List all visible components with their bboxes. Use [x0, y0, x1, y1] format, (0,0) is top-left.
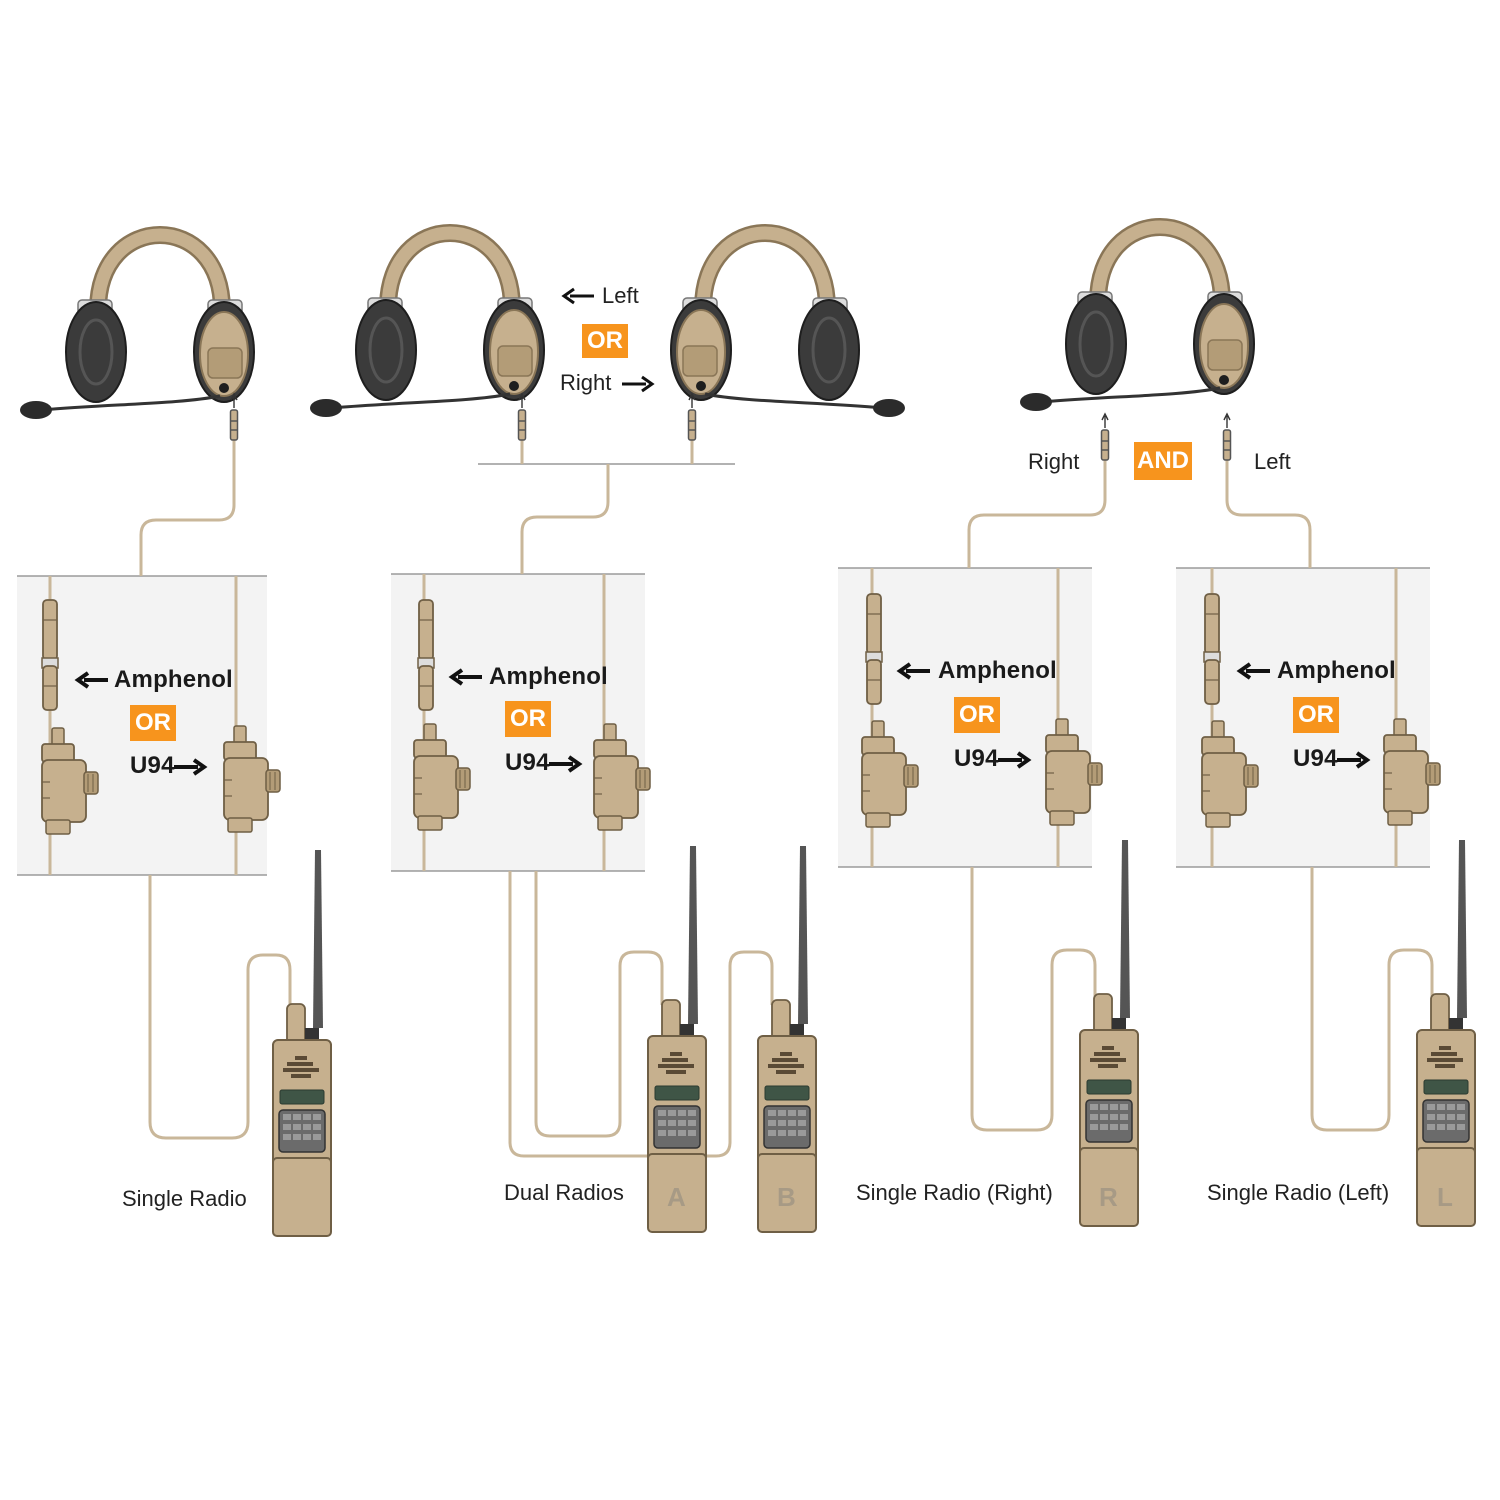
arrow-left-icon — [561, 287, 594, 305]
u94-label: U94 — [505, 749, 550, 776]
headset-icon — [671, 233, 905, 417]
radio-icon — [757, 845, 817, 1233]
u94-label: U94 — [130, 752, 175, 779]
ptt-adapter-icon — [223, 725, 281, 833]
u94-label: U94 — [954, 745, 999, 772]
headset-icon — [310, 233, 544, 417]
config-single-radio-right — [838, 458, 1139, 1227]
left-label: Left — [1254, 449, 1291, 474]
amphenol-label: Amphenol — [114, 666, 233, 693]
left-label: Left — [602, 283, 639, 308]
arrow-right-icon — [622, 375, 655, 393]
radio-icon — [272, 849, 332, 1237]
right-label: Right — [1028, 449, 1080, 474]
radio-letter-b: B — [777, 1182, 796, 1212]
caption-single-radio-left: Single Radio (Left) — [1207, 1180, 1390, 1205]
caption-single-radio-right: Single Radio (Right) — [856, 1180, 1053, 1205]
caption-dual-radios: Dual Radios — [504, 1180, 624, 1205]
radio-icon — [1416, 839, 1476, 1227]
arrow-right-icon — [998, 751, 1032, 769]
radio-letter-a: A — [667, 1182, 686, 1212]
plug-icon — [1222, 413, 1232, 461]
or-badge: OR — [1293, 697, 1339, 733]
radio-icon — [647, 845, 707, 1233]
headset-icon — [20, 235, 254, 419]
arrow-left-icon — [896, 662, 930, 680]
or-badge: OR — [954, 697, 1000, 733]
config-dual-radios — [310, 233, 905, 1233]
right-label: Right — [560, 370, 612, 395]
or-badge: OR — [130, 705, 176, 741]
ptt-adapter-icon — [1383, 718, 1441, 826]
radio-icon — [1079, 839, 1139, 1227]
amphenol-label: Amphenol — [938, 657, 1057, 684]
ptt-adapter-icon — [1045, 718, 1103, 826]
radio-letter-l: L — [1437, 1182, 1453, 1212]
config-single-radio-left — [1176, 458, 1476, 1227]
plug-icon — [517, 393, 527, 441]
arrow-left-icon — [74, 671, 108, 689]
amphenol-label: Amphenol — [1277, 657, 1396, 684]
u94-label: U94 — [1293, 745, 1338, 772]
or-badge: OR — [505, 701, 551, 737]
amphenol-connector-icon — [1203, 593, 1221, 705]
plug-icon — [687, 393, 697, 441]
and-badge: AND — [1134, 442, 1192, 480]
plug-icon — [1100, 413, 1110, 461]
caption-single-radio: Single Radio — [122, 1186, 247, 1211]
arrow-right-icon — [174, 758, 208, 776]
amphenol-connector-icon — [41, 599, 59, 711]
headset-icon — [1020, 227, 1254, 411]
arrow-right-icon — [1337, 751, 1371, 769]
radio-letter-r: R — [1099, 1182, 1118, 1212]
arrow-left-icon — [1236, 662, 1270, 680]
or-badge: OR — [582, 324, 628, 358]
arrow-right-icon — [549, 755, 583, 773]
amphenol-label: Amphenol — [489, 663, 608, 690]
amphenol-connector-icon — [417, 599, 435, 711]
amphenol-connector-icon — [865, 593, 883, 705]
arrow-left-icon — [448, 668, 482, 686]
